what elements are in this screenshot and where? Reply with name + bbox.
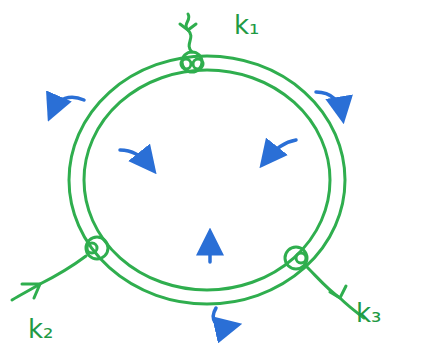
vertex (181, 59, 191, 69)
flow-arrow (52, 97, 84, 112)
vertex (193, 59, 203, 69)
vertex (296, 253, 306, 263)
vertex (182, 52, 202, 72)
flow-arrow (213, 308, 232, 327)
momentum-label: k₃ (356, 300, 381, 326)
flow-arrow (208, 238, 212, 262)
leg-arrow (330, 286, 346, 298)
external-leg (306, 266, 364, 318)
flow-arrow (316, 92, 342, 114)
leg-arrow (180, 24, 196, 30)
inner-ring (84, 70, 330, 290)
outer-ring (69, 56, 345, 304)
flow-arrow (120, 150, 150, 166)
external-leg (186, 14, 192, 52)
vertex (285, 247, 307, 269)
vertex (87, 243, 97, 253)
flow-arrow (266, 140, 296, 160)
vertex (86, 237, 108, 259)
external-leg (12, 256, 86, 300)
leg-arrow (22, 284, 40, 298)
momentum-label: k₁ (234, 12, 259, 38)
momentum-label: k₂ (28, 316, 53, 342)
